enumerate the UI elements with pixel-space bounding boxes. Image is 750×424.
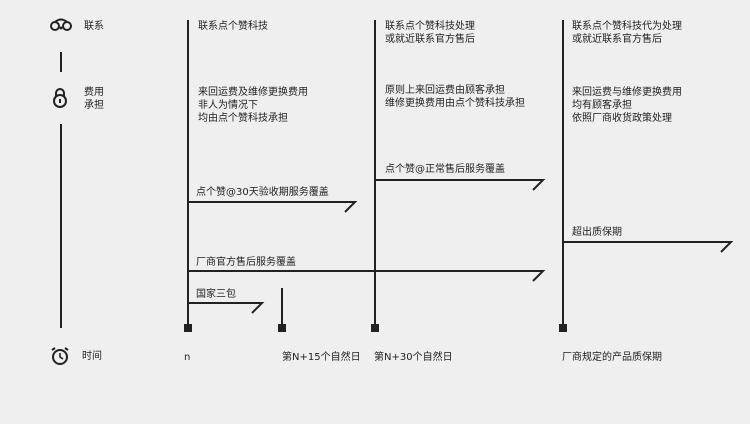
c3-contact-line1: 联系点个赞科技代为处理 — [572, 21, 682, 32]
c1-cost-line1: 来回运费及维修更换费用 — [198, 87, 308, 98]
coverage-vendor-label: 厂商官方售后服务覆盖 — [196, 257, 296, 268]
c2-contact-line1: 联系点个赞科技处理 — [385, 21, 475, 32]
c3-cost-line2: 均有顾客承担 — [572, 100, 632, 111]
timeline-n30: 第N+30个自然日 — [374, 352, 453, 363]
timeline-n15: 第N+15个自然日 — [282, 352, 361, 363]
coverage-three-guarantees-label: 国家三包 — [196, 289, 236, 300]
c2-cost-line2: 维修更换费用由点个赞科技承担 — [385, 98, 525, 109]
cost-label-line1: 费用 — [84, 87, 104, 98]
time-label: 时间 — [82, 351, 102, 362]
timeline-warranty: 厂商规定的产品质保期 — [562, 352, 662, 363]
cost-label-line2: 承担 — [84, 100, 104, 111]
phone-icon — [50, 18, 72, 38]
c2-contact-line2: 或就近联系官方售后 — [385, 34, 475, 45]
c3-cost-line3: 依照厂商收货政策处理 — [572, 113, 672, 124]
timeline-n: n — [184, 352, 191, 363]
c3-contact-line2: 或就近联系官方售后 — [572, 34, 662, 45]
lock-icon — [52, 88, 68, 112]
coverage-normal-label: 点个赞@正常售后服务覆盖 — [385, 164, 505, 175]
coverage-inspection-label: 点个赞@30天验收期服务覆盖 — [196, 187, 329, 198]
c1-cost-line2: 非人为情况下 — [198, 100, 258, 111]
c1-contact: 联系点个赞科技 — [198, 21, 268, 32]
c3-cost-line1: 来回运费与维修更换费用 — [572, 87, 682, 98]
coverage-beyond-label: 超出质保期 — [572, 227, 622, 238]
c1-cost-line3: 均由点个赞科技承担 — [198, 113, 288, 124]
contact-label: 联系 — [84, 21, 104, 32]
c2-cost-line1: 原则上来回运费由顾客承担 — [385, 85, 505, 96]
alarm-clock-icon — [50, 346, 70, 370]
